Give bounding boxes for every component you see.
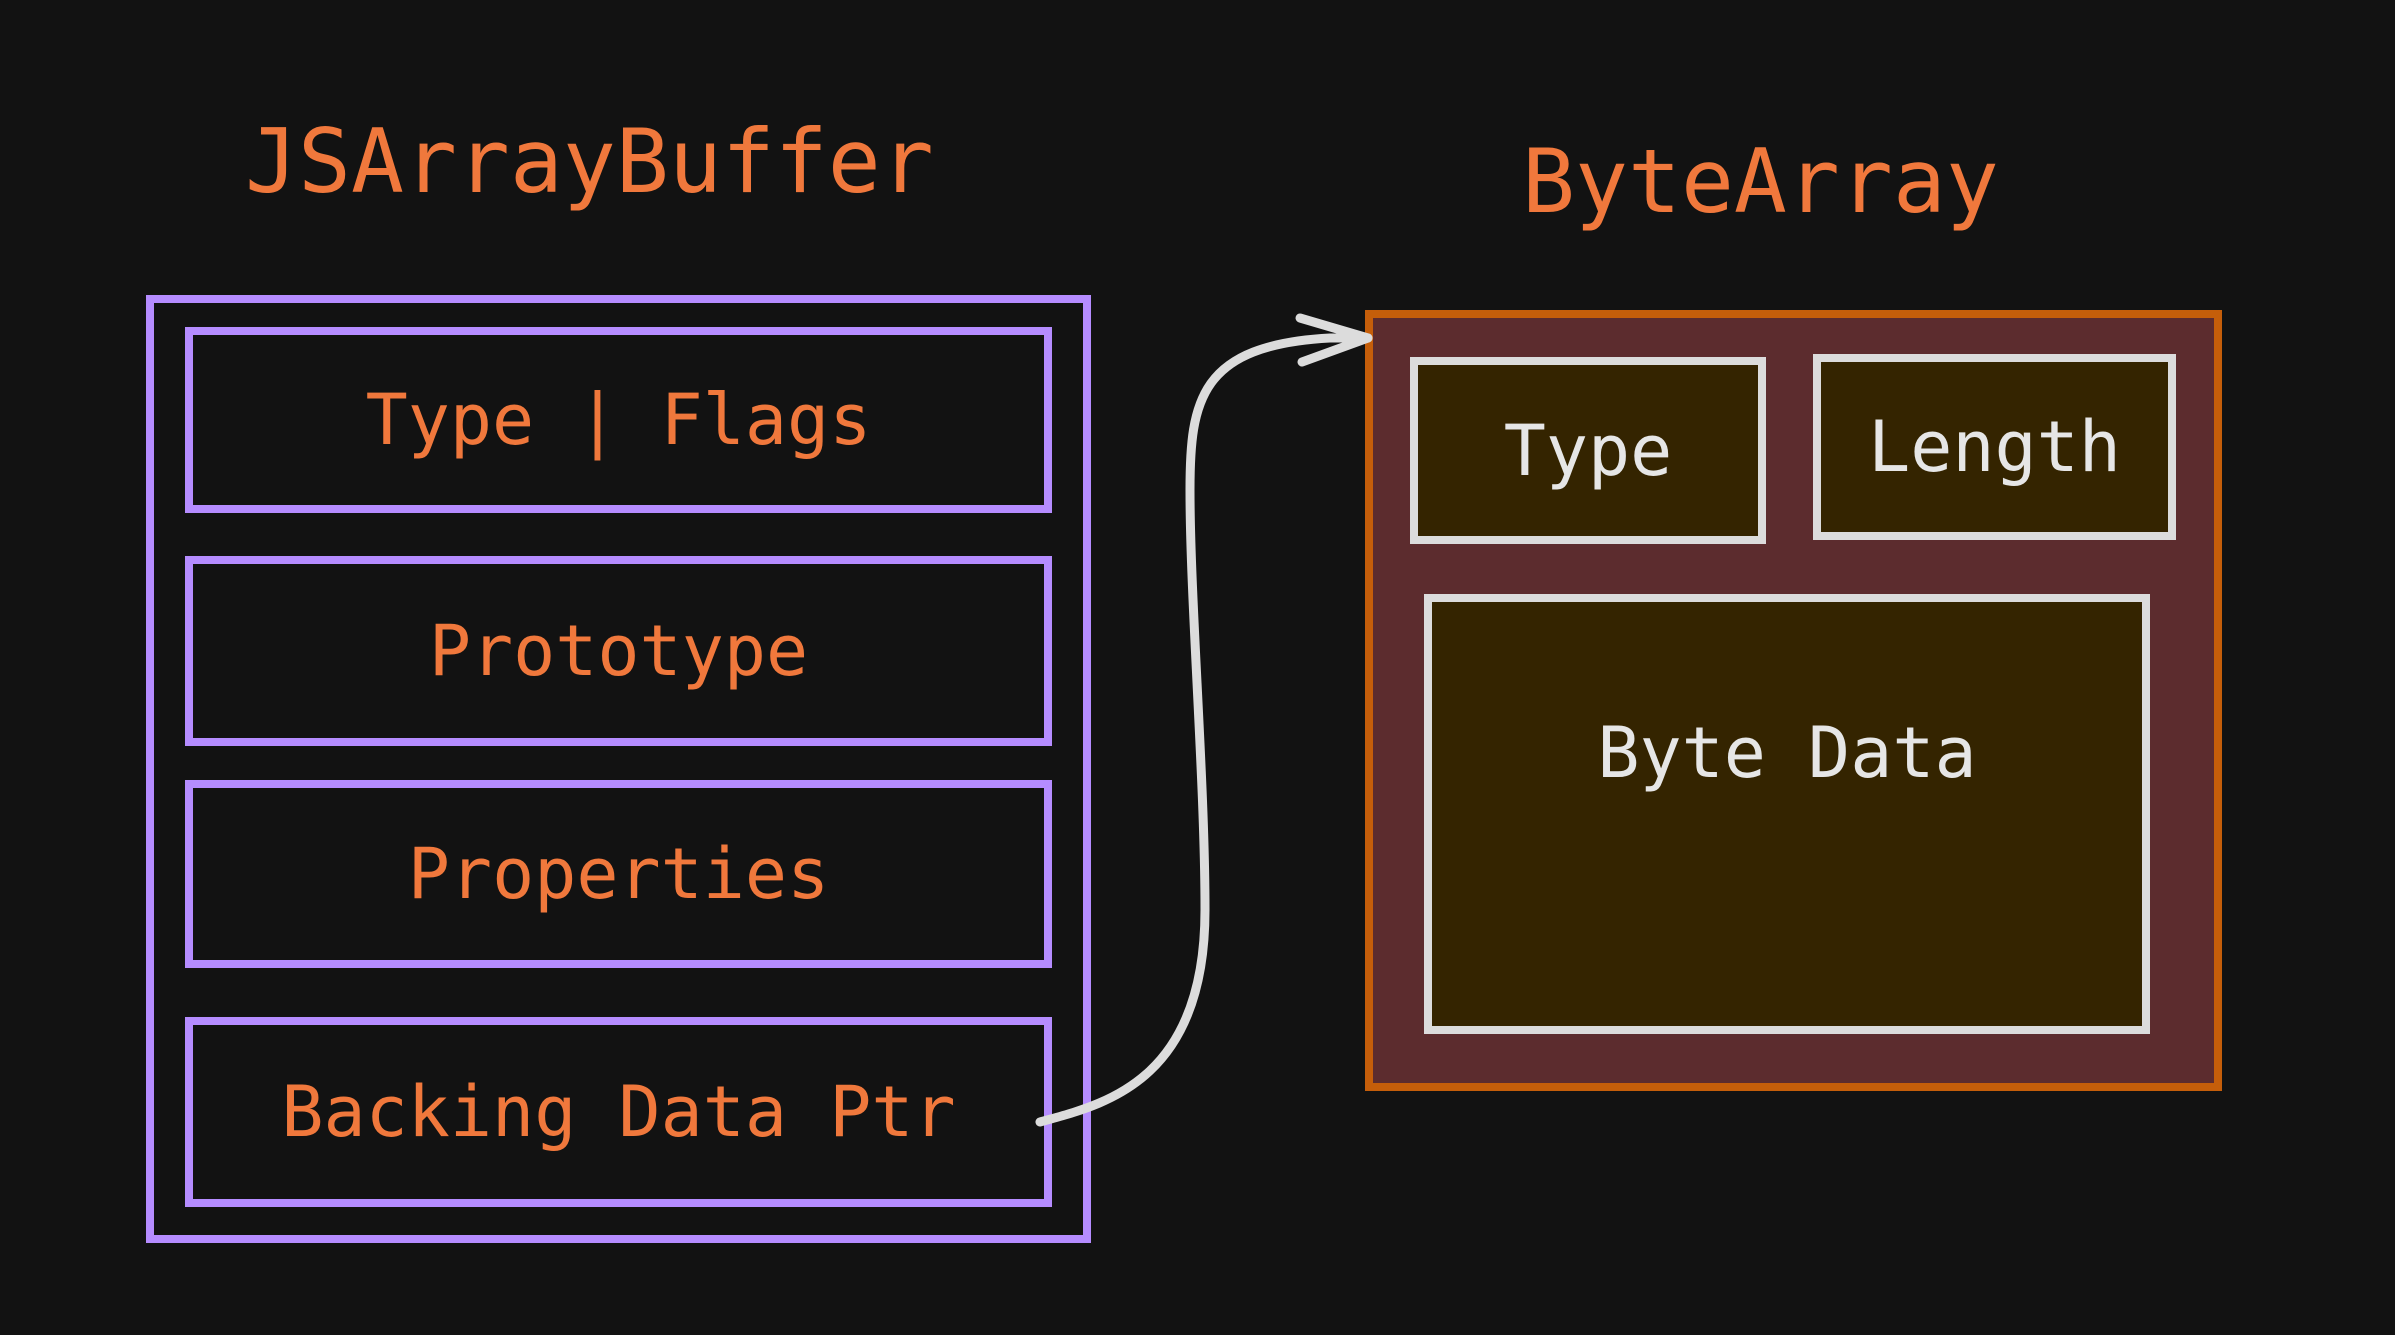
field-properties: Properties xyxy=(185,780,1052,968)
bytearray-length-cell: Length xyxy=(1813,354,2176,540)
field-backing-data-ptr-label: Backing Data Ptr xyxy=(281,1071,956,1153)
field-type-flags: Type | Flags xyxy=(185,327,1052,513)
bytearray-title: ByteArray xyxy=(1522,130,1999,233)
field-prototype: Prototype xyxy=(185,556,1052,746)
field-properties-label: Properties xyxy=(407,833,830,915)
jsarraybuffer-title: JSArrayBuffer xyxy=(245,110,934,213)
bytearray-byte-data-label: Byte Data xyxy=(1597,712,1977,794)
pointer-arrowhead xyxy=(1295,313,1373,367)
bytearray-length-label: Length xyxy=(1868,406,2121,488)
bytearray-type-label: Type xyxy=(1503,409,1673,492)
field-prototype-label: Prototype xyxy=(428,610,809,692)
bytearray-type-cell: Type xyxy=(1410,357,1766,544)
field-type-flags-label: Type | Flags xyxy=(365,379,872,461)
field-backing-data-ptr: Backing Data Ptr xyxy=(185,1017,1052,1207)
bytearray-byte-data-cell: Byte Data xyxy=(1424,594,2150,1034)
